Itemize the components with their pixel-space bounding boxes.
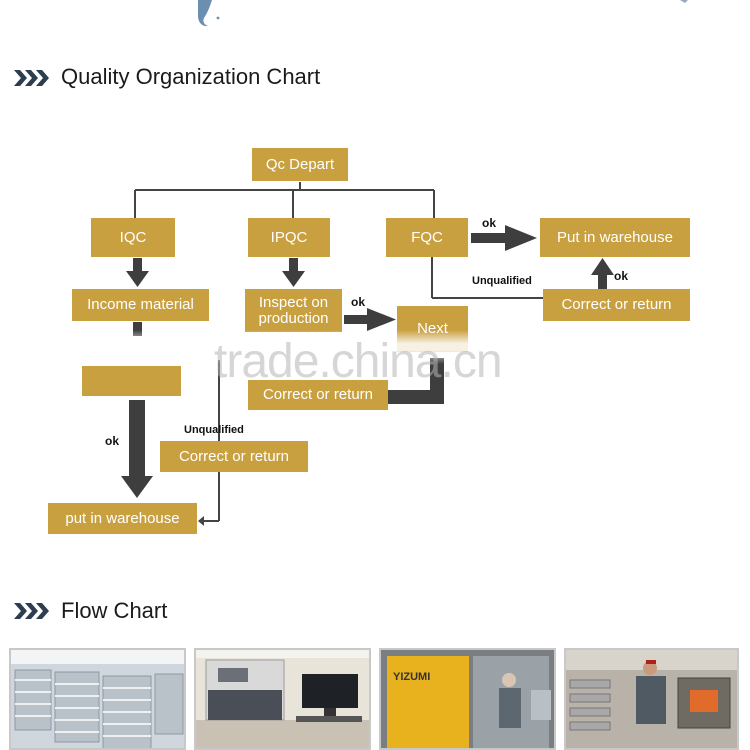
income-material-box: Income material <box>72 289 209 321</box>
yizumi-machine-photo: YIZUMI <box>379 648 556 750</box>
fqc-box: FQC <box>386 218 468 257</box>
top-decoration-fragment <box>198 0 220 27</box>
worker-furnace-photo <box>564 648 739 750</box>
ok-label-iqc: ok <box>105 434 120 448</box>
correct-or-return-fqc-box: Correct or return <box>543 289 690 321</box>
watermark-text: trade.china.cn <box>214 335 503 388</box>
flow-chart-heading: Flow Chart <box>61 598 168 623</box>
put-in-warehouse-fqc-box: Put in warehouse <box>540 218 690 257</box>
top-decoration-fragment-right <box>680 0 688 3</box>
inspect-on-production-box: Inspect on production <box>245 289 342 332</box>
qc-depart-box: Qc Depart <box>252 148 348 181</box>
watermark-band <box>70 330 480 364</box>
spectrometer-lab-photo <box>194 648 371 750</box>
ok-label-fqc-return: ok <box>614 269 629 283</box>
ok-label-ipqc: ok <box>351 295 366 309</box>
unqualified-label-fqc: Unqualified <box>472 275 532 287</box>
aluminium-ingots-photo <box>9 648 186 750</box>
triple-chevron-icon <box>14 603 49 619</box>
ipqc-box: IPQC <box>248 218 330 257</box>
triple-chevron-icon <box>14 70 49 86</box>
put-in-warehouse-iqc-box: put in warehouse <box>48 503 197 534</box>
ok-label-fqc: ok <box>482 216 497 230</box>
quality-chart-heading: Quality Organization Chart <box>61 64 321 89</box>
correct-or-return-iqc-box: Correct or return <box>160 441 308 472</box>
unqualified-label-iqc: Unqualified <box>184 424 244 436</box>
yizumi-logo-text: YIZUMI <box>393 671 430 683</box>
iqc-box: IQC <box>91 218 175 257</box>
correct-or-return-ipqc-box: Correct or return <box>248 380 388 410</box>
hidden-iqc-step-box <box>82 366 181 396</box>
